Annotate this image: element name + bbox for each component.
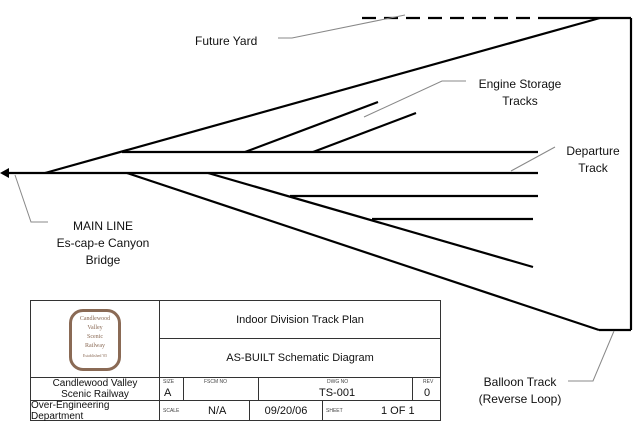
size-label: SIZE (163, 379, 175, 385)
logo-text: Valley (87, 325, 103, 331)
top-diagonal (44, 16, 601, 175)
arrow-icon (0, 168, 9, 178)
logo-text: Scenic (87, 334, 103, 340)
drawing-title: Indoor Division Track Plan (236, 313, 364, 326)
sheet-label: SHEET (326, 408, 343, 414)
size-value: A (164, 387, 172, 399)
lower-diagonal (207, 171, 534, 269)
label-line: Bridge (85, 253, 121, 267)
label-line: (Reverse Loop) (478, 392, 562, 406)
dwg-label: DWG NO (327, 379, 349, 385)
title-cell: Indoor Division Track Plan (160, 301, 441, 339)
logo-cell: Candlewood Valley Scenic Railway Establi… (31, 301, 160, 378)
sheet-value: 1 OF 1 (381, 405, 415, 417)
rev-value: 0 (424, 387, 431, 399)
label-engine-storage: Engine Storage Tracks (470, 76, 570, 110)
fscm-label: FSCM NO (204, 379, 228, 385)
subtitle-cell: AS-BUILT Schematic Diagram (160, 339, 441, 378)
label-main-line: MAIN LINE Es-cap-e Canyon Bridge (50, 218, 156, 269)
fscm-cell: FSCM NO (184, 378, 259, 401)
label-line: Es-cap-e Canyon (56, 236, 150, 250)
label-departure: Departure Track (557, 143, 629, 177)
dwg-value: TS-001 (319, 387, 356, 399)
title-block: Candlewood Valley Scenic Railway Establi… (30, 300, 441, 422)
label-future-yard: Future Yard (195, 34, 258, 48)
date-cell: 09/20/06 (250, 401, 323, 420)
department-cell: Over-Engineering Department (31, 399, 160, 422)
drawing-subtitle: AS-BUILT Schematic Diagram (226, 352, 374, 364)
company-cell: Candlewood Valley Scenic Railway (31, 378, 160, 401)
logo-text: Railway (85, 343, 105, 349)
scale-label: SCALE (163, 408, 180, 414)
rev-cell: REV 0 (413, 378, 441, 401)
label-line: Balloon Track (483, 375, 557, 389)
scale-value: N/A (208, 405, 227, 417)
sheet-cell: SHEET 1 OF 1 (323, 401, 441, 420)
label-line: Departure (566, 144, 620, 158)
logo-text: Established '05 (82, 353, 108, 358)
leader-balloon (568, 330, 615, 382)
leader-engine (363, 80, 466, 118)
logo: Candlewood Valley Scenic Railway Establi… (69, 309, 121, 371)
leader-future-yard (278, 14, 406, 39)
size-cell: SIZE A (160, 378, 184, 401)
leader-departure (510, 146, 556, 172)
dwg-cell: DWG NO TS-001 (259, 378, 413, 401)
logo-text: Candlewood (79, 316, 111, 322)
label-line: Tracks (502, 94, 538, 108)
engine-storage-1 (244, 100, 379, 154)
balloon-diagonal (126, 171, 600, 332)
company-line: Scenic Railway (61, 389, 129, 400)
label-balloon: Balloon Track (Reverse Loop) (470, 374, 570, 408)
leader-main (14, 174, 48, 223)
label-line: MAIN LINE (72, 219, 133, 233)
company-line: Candlewood Valley (52, 378, 138, 389)
scale-cell: SCALE N/A (160, 401, 250, 420)
rev-label: REV (423, 379, 434, 385)
engine-storage-2 (312, 111, 417, 154)
label-line: Track (578, 161, 608, 175)
department: Over-Engineering Department (31, 399, 110, 422)
date-value: 09/20/06 (264, 404, 308, 417)
label-line: Engine Storage (478, 77, 562, 91)
